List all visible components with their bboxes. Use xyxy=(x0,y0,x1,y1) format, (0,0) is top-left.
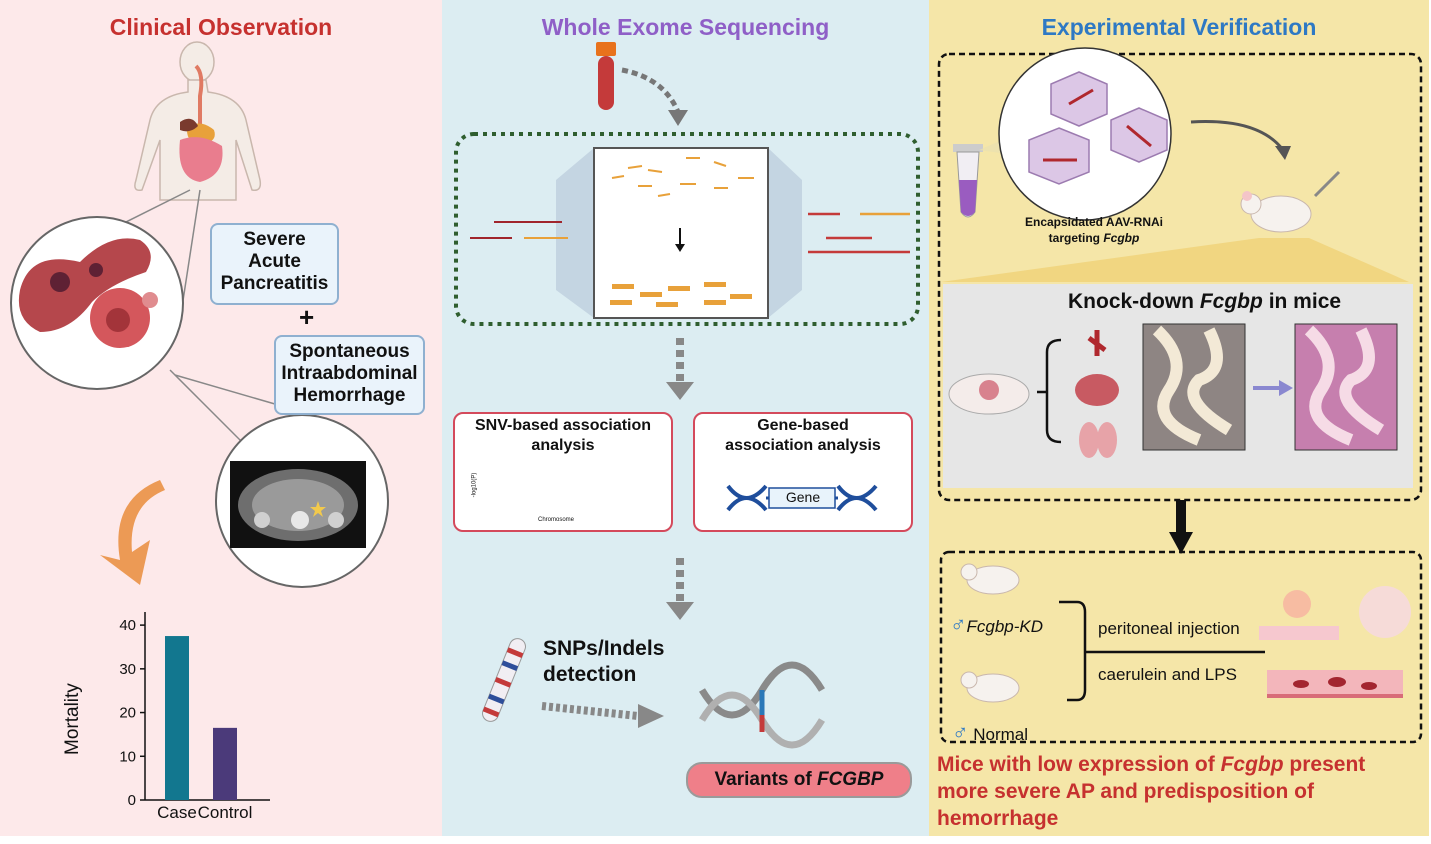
experiment-frame xyxy=(939,550,1423,744)
y-tick-label: 30 xyxy=(119,661,136,678)
arrow-down-icon xyxy=(1169,532,1193,554)
clinical-title: Clinical Observation xyxy=(109,14,333,40)
conclusion-text: Mice with low expression of Fcgbp presen… xyxy=(937,753,1366,830)
snv-association-box: SNV-based association analysis xyxy=(453,412,673,532)
mouse-organs-icon xyxy=(948,373,1030,415)
variants-badge: Variants of FCGBP xyxy=(686,762,912,798)
mouse-normal-icon xyxy=(960,671,1020,703)
curved-arrow-icon xyxy=(100,480,165,585)
manhattan-ylabel: -log10(P) xyxy=(471,472,478,498)
knockdown-title: Knock-down Fcgbp in mice xyxy=(1068,290,1342,313)
snv-association-label: SNV-based association analysis xyxy=(474,417,652,454)
aav-tube-icon xyxy=(953,144,983,218)
wes-title: Whole Exome Sequencing xyxy=(541,14,830,40)
arrow-icon xyxy=(1275,146,1291,160)
vessel-icon xyxy=(1087,330,1107,356)
bar-case xyxy=(165,636,189,800)
treatment-label: caerulein and LPS xyxy=(1098,665,1237,684)
lung-icon xyxy=(1079,422,1099,458)
spontaneous-hemorrhage-box: Spontaneous Intraabdominal Hemorrhage xyxy=(274,335,425,415)
x-tick-label: Case xyxy=(157,803,197,822)
mouse-kd-icon xyxy=(960,563,1020,595)
sequencing-frame xyxy=(454,132,920,326)
injection-label: peritoneal injection xyxy=(1098,619,1240,638)
clinical-illustrations xyxy=(10,41,389,588)
gene-association-label: Gene-based association analysis xyxy=(725,417,881,454)
group-kd-label: ♂Fcgbp-KD xyxy=(950,612,1044,637)
severe-acute-pancreatitis-box: Severe Acute Pancreatitis xyxy=(210,223,339,305)
blood-tube-icon xyxy=(596,42,616,110)
gene-helix-icon xyxy=(726,484,878,512)
snps-indels-label: SNPs/Indels detection xyxy=(543,637,665,686)
hemorrhage-vessel-icon xyxy=(1267,670,1403,698)
aav-label-line1: Encapsidated AAV-RNAi xyxy=(1024,215,1164,229)
star-icon xyxy=(310,501,326,517)
group-normal-label: ♂ Normal xyxy=(952,720,1029,745)
pancreas-icon xyxy=(1075,374,1119,406)
variants-prefix: Variants of xyxy=(714,769,812,790)
human-body-icon xyxy=(134,41,262,201)
chromosome-icon xyxy=(482,638,526,722)
y-tick-label: 40 xyxy=(119,617,136,634)
aav-label-line2: targeting Fcgbp xyxy=(1048,231,1140,245)
bar-control xyxy=(213,727,237,800)
plus-sign: + xyxy=(299,302,315,332)
variants-gene: FCGBP xyxy=(816,769,884,790)
manhattan-xlabel: Chromosome xyxy=(538,517,575,523)
arrow-down-icon xyxy=(668,110,688,126)
syringe-icon xyxy=(1313,170,1341,198)
necrotic-pancreas-icon xyxy=(18,238,158,348)
chart-ylabel: Mortality xyxy=(62,683,83,755)
y-tick-label: 10 xyxy=(119,748,136,765)
x-tick-label: Control xyxy=(198,803,253,822)
exp-title: Experimental Verification xyxy=(1041,14,1317,40)
aav-label: Encapsidated AAV-RNAi targeting Fcgbp xyxy=(1014,214,1174,246)
inflamed-pancreas-icon xyxy=(1359,586,1411,638)
peritoneum-icon xyxy=(1259,590,1339,640)
y-tick-label: 20 xyxy=(119,705,136,722)
gene-label: Gene xyxy=(785,489,821,505)
exp-illustrations xyxy=(937,47,1423,744)
y-tick-label: 0 xyxy=(128,792,136,809)
dna-helix-icon xyxy=(698,661,826,749)
gene-association-box: Gene-based association analysis xyxy=(693,412,913,532)
mouse-icon xyxy=(1240,191,1312,233)
